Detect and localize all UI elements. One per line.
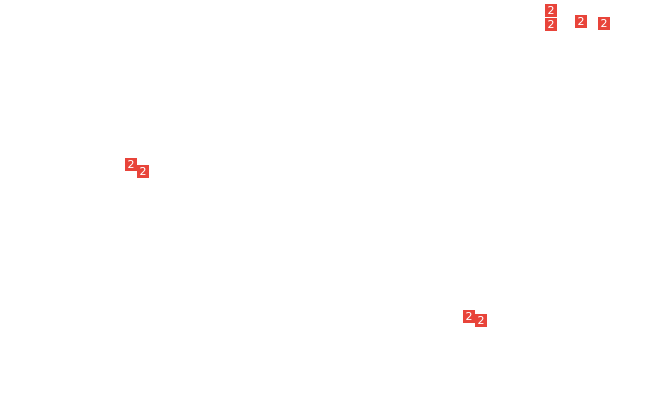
count-badge[interactable]: 2 (137, 165, 149, 178)
count-badge[interactable]: 2 (545, 18, 557, 31)
count-badge[interactable]: 2 (125, 158, 137, 171)
count-badge[interactable]: 2 (475, 314, 487, 327)
count-badge[interactable]: 2 (545, 4, 557, 17)
count-badge[interactable]: 2 (575, 15, 587, 28)
count-badge[interactable]: 2 (463, 310, 475, 323)
count-badge[interactable]: 2 (598, 17, 610, 30)
